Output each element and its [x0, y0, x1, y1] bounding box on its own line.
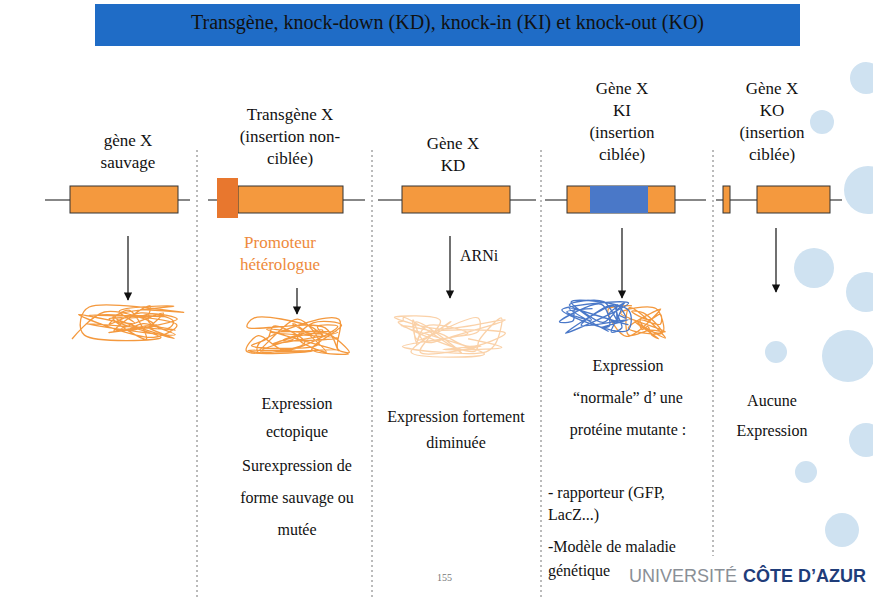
promoter-label: Promoteur hétérologue [220, 232, 340, 276]
result-text: Surexpression de forme sauvage ou mutée [222, 450, 372, 546]
result-text: Aucune Expression [726, 386, 818, 447]
gene-boxes [70, 178, 830, 218]
result-text: Expression fortement diminuée [378, 404, 534, 455]
result-text: Expression ectopique [237, 390, 357, 446]
slide-title: Transgène, knock-down (KD), knock-in (KI… [95, 11, 800, 34]
protein-scribble [246, 317, 349, 354]
expression-arrows [128, 228, 776, 314]
column-heading: Gène X KI (insertion ciblée) [586, 78, 658, 166]
column-heading: Gène X KO (insertion ciblée) [736, 78, 808, 166]
title-band [95, 4, 800, 46]
arrow-label: ARNi [460, 246, 520, 265]
column-heading: gène X sauvage [78, 130, 178, 174]
column-heading: Transgène X (insertion non-ciblée) [228, 104, 353, 170]
column-separators [197, 150, 713, 600]
protein-scribble [72, 305, 184, 341]
result-text: Expression “normale” d’ une protéine mut… [566, 350, 691, 446]
protein-scribble [394, 316, 505, 357]
protein-scribbles [72, 300, 665, 357]
column-heading: Gène X KD [417, 133, 489, 177]
page-number: 155 [437, 572, 467, 584]
logo-word: UNIVERSITÉ [629, 566, 737, 588]
protein-scribble [559, 300, 631, 333]
logo-word: CÔTE D’AZUR [743, 566, 866, 588]
bullet-text: - rapporteur (GFP, LacZ...) [548, 482, 670, 527]
